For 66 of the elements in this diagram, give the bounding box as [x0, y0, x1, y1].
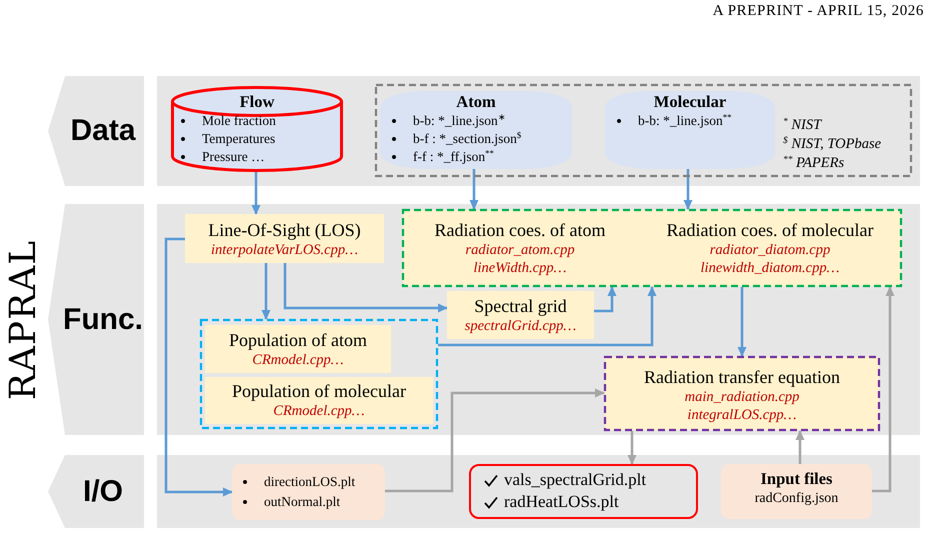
file-name: interpolateVarLOS.cpp… — [210, 241, 358, 259]
node-title: Line-Of-Sight (LOS) — [208, 219, 361, 241]
arrow — [872, 286, 894, 492]
file-name: lineWidth.cpp… — [473, 259, 567, 277]
rounded-box — [380, 91, 572, 169]
footnote: $^{**}$ PAPERs — [783, 154, 844, 173]
list-item: b-b: *_line.json$^{**}$ — [616, 112, 732, 130]
arrow — [628, 431, 636, 465]
node-title: Radiation coes. of atom — [434, 219, 606, 241]
dashed-process-box — [604, 356, 880, 431]
arrow — [684, 169, 692, 210]
file-name: radiator_diatom.cpp — [710, 241, 830, 259]
file-name: radConfig.json — [754, 490, 838, 508]
process-box — [447, 291, 594, 339]
node-title: Radiation transfer equation — [644, 366, 840, 388]
node-title: Input files — [760, 469, 832, 489]
list-item: b-b: *_line.json$^{∗}$ — [391, 112, 506, 130]
process-box — [185, 214, 384, 263]
process-box — [205, 325, 391, 373]
arrow — [252, 172, 260, 215]
row-title: Data — [70, 114, 136, 148]
database-cylinder — [171, 86, 343, 172]
footnote: $^{$}$ NIST, TOPbase — [783, 135, 882, 154]
file-box — [232, 464, 385, 520]
vertical-title: RAPRAL — [4, 240, 44, 400]
file-name: radiator_atom.cpp — [465, 241, 575, 259]
node-title: Population of atom — [229, 329, 367, 351]
file-box — [721, 464, 872, 519]
file-name: radHeatLOSs.plt — [504, 491, 619, 513]
dashed-group-box — [200, 319, 438, 429]
header-text: A PREPRINT - APRIL 15, 2026 — [712, 3, 924, 20]
dashed-process-box — [402, 209, 902, 287]
chevron-tab — [48, 204, 144, 435]
dashed-group-box — [375, 84, 912, 177]
arrow — [284, 263, 448, 312]
arrow — [438, 286, 656, 346]
list-item: b-f : *_section.json$^{$}$ — [391, 130, 522, 148]
file-name: spectralGrid.cpp… — [464, 317, 576, 335]
file-name: linewidth_diatom.cpp… — [700, 259, 840, 277]
node-title: Population of molecular — [232, 380, 406, 402]
file-name: CRmodel.cpp… — [252, 351, 344, 369]
file-name: vals_spectralGrid.plt — [504, 469, 646, 491]
chevron-tab — [48, 76, 144, 186]
list-item: f-f : *_ff.json$^{**}$ — [391, 148, 494, 166]
process-box — [205, 377, 433, 424]
file-name: integralLOS.cpp… — [687, 406, 797, 424]
node-title: Spectral grid — [474, 295, 567, 317]
arrow — [470, 169, 478, 210]
output-box — [469, 464, 698, 519]
row-title: I/O — [82, 474, 123, 508]
rounded-box — [605, 91, 775, 169]
arrow — [164, 238, 233, 496]
file-name: main_radiation.cpp — [684, 388, 800, 406]
arrow — [385, 388, 605, 492]
node-title: Molecular — [654, 92, 726, 112]
arrow — [594, 286, 616, 312]
node-title: Flow — [240, 92, 274, 112]
chevron-tab — [48, 455, 144, 528]
footnote: $^{*}$ NIST — [783, 116, 822, 135]
row-title: Func. — [63, 302, 143, 336]
arrow — [796, 430, 804, 464]
node-title: Radiation coes. of molecular — [666, 219, 874, 241]
node-title: Atom — [456, 92, 496, 112]
file-name: CRmodel.cpp… — [273, 402, 365, 420]
arrow — [738, 287, 746, 357]
arrow — [262, 263, 270, 320]
